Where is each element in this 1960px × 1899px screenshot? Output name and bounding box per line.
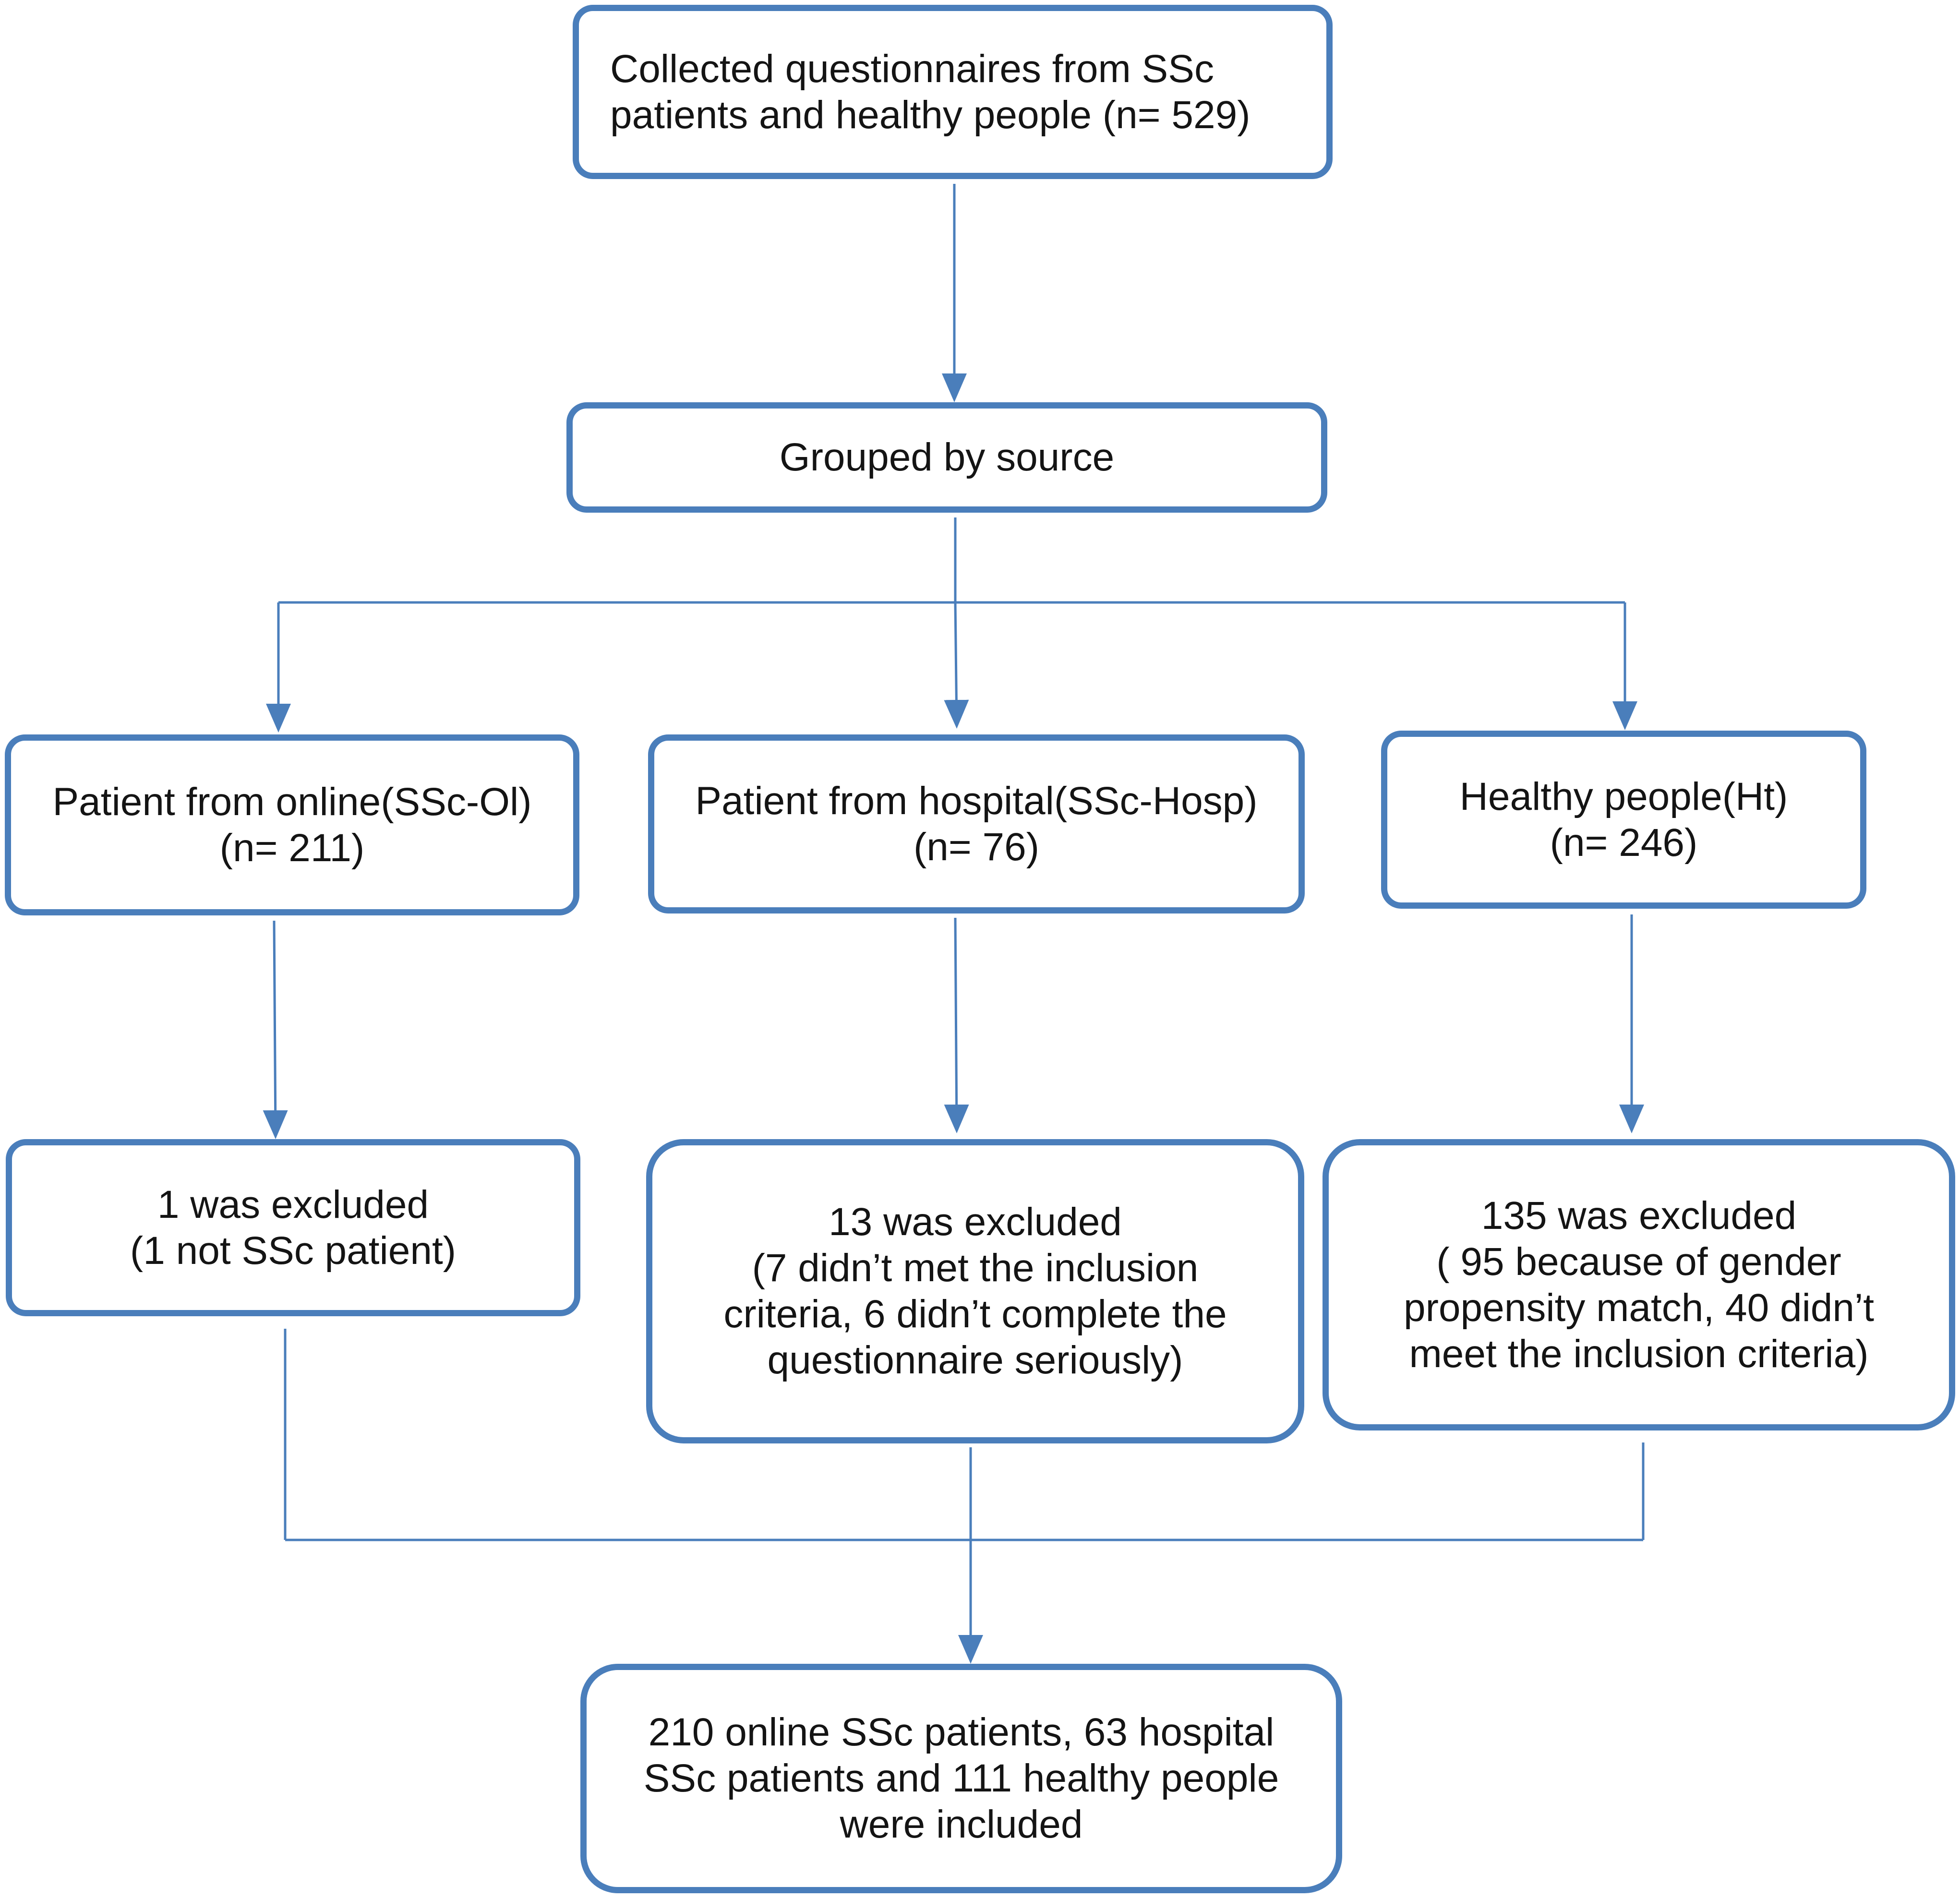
hospital-patients-text: Patient from hospital(SSc-Hosp) (n= 76)	[695, 779, 1258, 869]
arrow-online-to-excluded	[263, 920, 288, 1139]
excluded-hospital-box: 13 was excluded (7 didn’t met the inclus…	[646, 1139, 1304, 1443]
included-summary-box: 210 online SSc patients, 63 hospital SSc…	[580, 1664, 1342, 1893]
excluded-online-box: 1 was excluded (1 not SSc patient)	[6, 1139, 580, 1316]
collected-questionnaires-box: Collected questionnaires from SSc patien…	[573, 5, 1333, 179]
hospital-patients-box: Patient from hospital(SSc-Hosp) (n= 76)	[648, 734, 1305, 913]
online-patients-box: Patient from online(SSc-Ol) (n= 211)	[5, 734, 579, 915]
online-patients-text: Patient from online(SSc-Ol) (n= 211)	[52, 780, 532, 870]
arrow-hospital-to-excluded	[944, 917, 969, 1133]
healthy-people-text: Healthy people(Ht) (n= 246)	[1459, 774, 1788, 865]
excluded-healthy-box: 135 was excluded ( 95 because of gender …	[1323, 1139, 1955, 1430]
included-summary-text: 210 online SSc patients, 63 hospital SSc…	[643, 1710, 1279, 1846]
excluded-hospital-text: 13 was excluded (7 didn’t met the inclus…	[723, 1200, 1227, 1382]
arrow-branch-to-hospital	[944, 602, 969, 729]
healthy-people-box: Healthy people(Ht) (n= 246)	[1381, 731, 1866, 909]
grouped-by-source-box: Grouped by source	[566, 402, 1327, 513]
excluded-online-text: 1 was excluded (1 not SSc patient)	[130, 1182, 457, 1273]
excluded-healthy-text: 135 was excluded ( 95 because of gender …	[1404, 1193, 1874, 1376]
grouped-by-source-text: Grouped by source	[779, 435, 1115, 479]
collected-questionnaires-text: Collected questionnaires from SSc patien…	[610, 47, 1251, 137]
